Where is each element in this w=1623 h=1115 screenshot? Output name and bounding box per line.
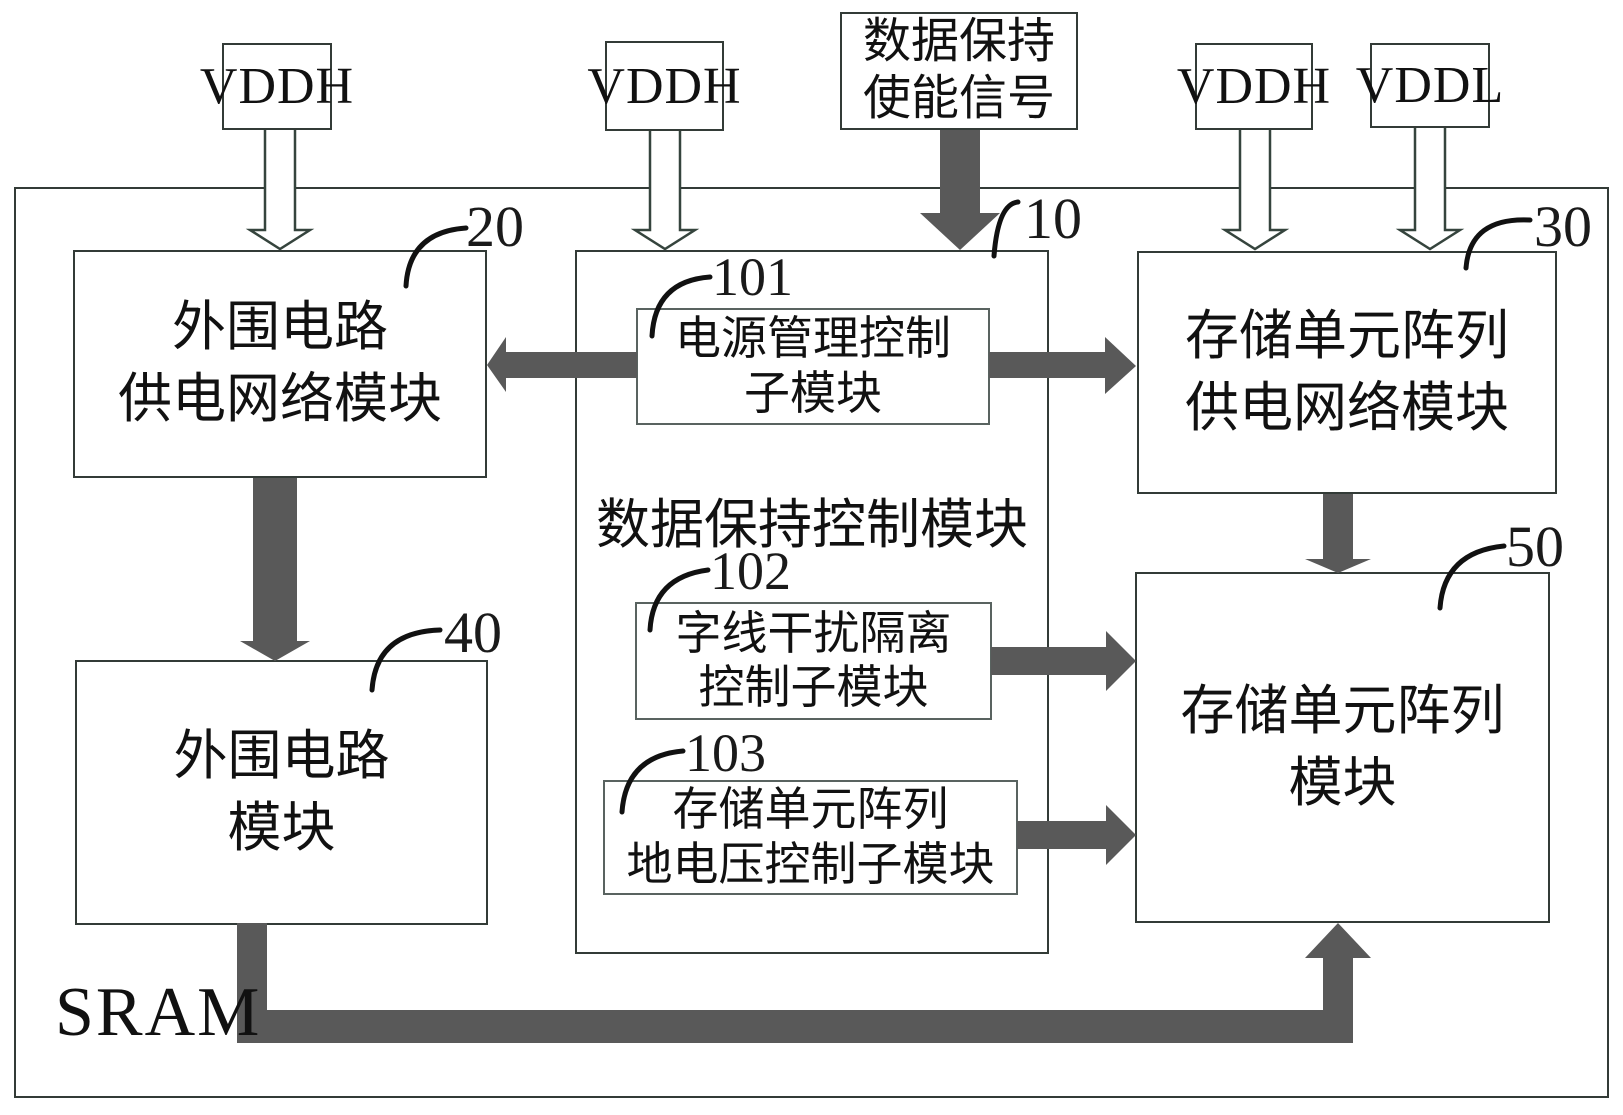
submodule-102-line2: 控制子模块 [698, 662, 929, 713]
ref-label-101: 101 [712, 247, 793, 307]
ref-label-102: 102 [710, 541, 791, 601]
module-10-title: 数据保持控制模块 [596, 495, 1028, 555]
submodule-101-line1: 电源管理控制 [675, 313, 951, 365]
ref-label-40: 40 [444, 600, 502, 665]
sram-system-label: SRAM [55, 974, 262, 1051]
signal-label: VDDH [1176, 58, 1332, 115]
submodule-102-line1: 字线干扰隔离 [675, 607, 952, 659]
module-box-40-peripheral-circuit: 外围电路 模块 [75, 660, 488, 925]
submodule-101-line2: 子模块 [744, 367, 882, 419]
module-box-50-memory-cell-array: 存储单元阵列 模块 [1135, 572, 1550, 923]
ref-label-50: 50 [1506, 514, 1564, 579]
signal-label: VDDH [587, 57, 742, 115]
module-20-line2: 供电网络模块 [118, 369, 442, 429]
module-box-10-retention-control-container [575, 250, 1049, 954]
ref-label-10: 10 [1024, 186, 1082, 251]
submodule-103-line1: 存储单元阵列 [672, 784, 949, 836]
signal-box-vddl: VDDL [1356, 43, 1503, 128]
submodule-box-101-power-management: 电源管理控制 子模块 [636, 308, 990, 425]
signal-box-vddh-2: VDDH [587, 41, 741, 131]
signal-box-retention-enable: 数据保持 使能信号 [840, 12, 1078, 130]
module-30-line1: 存储单元阵列 [1185, 305, 1509, 366]
module-box-20-peripheral-power-network: 外围电路 供电网络模块 [73, 250, 487, 478]
module-40-line2: 模块 [227, 797, 336, 858]
submodule-box-103-array-ground-voltage: 存储单元阵列 地电压控制子模块 [603, 780, 1018, 895]
module-30-line2: 供电网络模块 [1185, 377, 1509, 438]
module-50-line1: 存储单元阵列 [1180, 680, 1505, 741]
module-box-30-array-power-network: 存储单元阵列 供电网络模块 [1137, 251, 1557, 494]
ref-label-30: 30 [1534, 194, 1592, 259]
module-50-line2: 模块 [1288, 752, 1397, 813]
module-40-line1: 外围电路 [173, 725, 390, 786]
signal-box-vddh-3: VDDH [1177, 43, 1330, 130]
submodule-box-102-wordline-isolation: 字线干扰隔离 控制子模块 [635, 602, 992, 720]
submodule-103-line2: 地电压控制子模块 [626, 838, 995, 890]
signal-label: VDDH [199, 58, 355, 115]
module-20-line1: 外围电路 [172, 297, 388, 358]
ref-label-20: 20 [466, 194, 524, 259]
signal-label: VDDL [1355, 57, 1505, 114]
sram-outer-boundary [14, 187, 1609, 1098]
ref-label-103: 103 [685, 723, 766, 783]
enable-label-line1: 数据保持 [862, 15, 1055, 69]
enable-label-line2: 使能信号 [862, 72, 1055, 125]
signal-box-vddh-1: VDDH [200, 43, 353, 130]
